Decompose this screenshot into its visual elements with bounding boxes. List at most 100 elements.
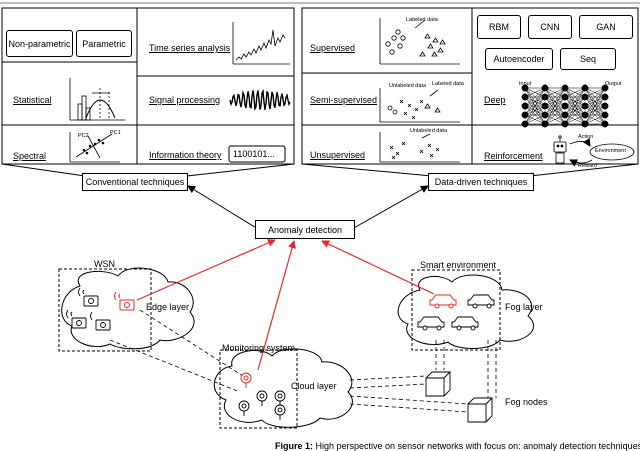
nn-edge <box>584 114 606 125</box>
information-theory-label: Information theory <box>149 150 222 160</box>
labeled-data-label-1: Labeled data <box>406 17 438 23</box>
output-label: Output <box>605 81 622 87</box>
nn-node <box>521 93 529 101</box>
nn-edge <box>564 87 586 107</box>
nn-edge <box>544 87 566 116</box>
anomaly-detection-label: Anomaly detection <box>267 224 343 235</box>
deep-label: Deep <box>484 95 506 105</box>
rbm-label: RBM <box>489 22 509 32</box>
supervised-label: Supervised <box>310 43 356 53</box>
nn-node <box>541 93 549 101</box>
fog-nodes-label: Fog nodes <box>505 397 548 407</box>
semi-supervised-label: Semi-supervised <box>310 95 378 105</box>
nn-edge <box>544 87 566 98</box>
nn-node <box>521 120 529 128</box>
data-driven-techniques-label: Data-driven techniques <box>434 177 528 187</box>
monitoring-system-label: Monitoring system <box>222 343 296 353</box>
nn-edge <box>584 87 606 98</box>
figure-caption: Figure 1: High perspective on sensor net… <box>275 441 640 451</box>
input-label: Input <box>519 81 532 87</box>
fog-layer-label: Fog layer <box>505 302 543 312</box>
gan-box: GAN <box>579 15 633 39</box>
wsn-sensors <box>66 287 111 331</box>
wsn-frame <box>58 268 152 352</box>
non-parametric-label: Non-parametric <box>8 38 71 49</box>
unlabeled-data-label-1: Unlabeled data <box>389 83 427 89</box>
nn-edge <box>544 105 566 125</box>
nn-edge <box>564 96 586 125</box>
arrow-to-data-driven <box>351 185 429 230</box>
spectral-plot <box>69 132 120 163</box>
rbm-box: RBM <box>477 15 521 39</box>
reinforcement-label: Reinforcement <box>484 151 543 161</box>
unlabeled-data-label-2: Unlabeled data <box>410 128 448 134</box>
red-arrow-wsn <box>136 239 276 301</box>
nn-node <box>541 102 549 110</box>
nn-edge <box>544 96 566 125</box>
info-code-label: 1100101... <box>233 149 275 159</box>
nn-node <box>601 120 609 128</box>
nn-edge <box>524 87 546 125</box>
cloud-layer-label: Cloud layer <box>291 381 337 391</box>
nn-edge <box>584 87 606 107</box>
time-series-label: Time series analysis <box>149 43 231 53</box>
wsn-label: WSN <box>94 259 115 269</box>
arrow-to-conventional <box>187 185 259 230</box>
data-driven-techniques-box: Data-driven techniques <box>428 173 534 191</box>
reward-label: Reward <box>578 163 597 169</box>
non-parametric-box: Non-parametric <box>6 30 73 57</box>
red-arrow-monitoring <box>257 240 296 371</box>
smart-env-frame <box>411 269 501 351</box>
nn-edge <box>524 87 546 116</box>
conventional-techniques-box: Conventional techniques <box>82 173 188 191</box>
reinforcement-diagram <box>553 135 635 167</box>
conventional-techniques-label: Conventional techniques <box>85 177 185 187</box>
anomaly-detection-box: Anomaly detection <box>255 220 355 239</box>
nn-edge <box>564 105 586 125</box>
nn-edge <box>584 87 606 116</box>
smart-car-red <box>429 294 457 309</box>
nn-edge <box>584 105 606 125</box>
monitoring-frame <box>219 349 298 429</box>
gan-label: GAN <box>596 22 616 32</box>
neural-network <box>521 84 609 128</box>
spectral-label: Spectral <box>13 151 47 161</box>
cnn-label: CNN <box>540 22 560 32</box>
smart-environment-label: Smart environment <box>420 260 497 270</box>
unsupervised-plot <box>379 132 460 163</box>
autoencoder-label: Autoencoder <box>493 54 545 64</box>
signal-plot <box>229 88 291 112</box>
monitoring-camera-red <box>240 372 252 388</box>
unsupervised-label: Unsupervised <box>310 150 366 160</box>
fog-node-cubes <box>425 371 494 423</box>
nn-node <box>581 93 589 101</box>
nn-edge <box>564 87 586 98</box>
nn-node <box>561 84 569 92</box>
nn-edge <box>564 114 586 125</box>
parametric-label: Parametric <box>82 38 126 49</box>
signal-processing-label: Signal processing <box>149 95 221 105</box>
edge-layer-label: Edge layer <box>146 302 190 312</box>
seq-label: Seq <box>579 54 596 64</box>
nn-node <box>561 93 569 101</box>
nn-edge <box>524 105 546 125</box>
nn-node <box>561 102 569 110</box>
pc1-label: PC1 <box>110 130 121 136</box>
statistical-label: Statistical <box>13 95 52 105</box>
info-code-box <box>228 145 286 163</box>
pc2-label: PC2 <box>78 133 89 139</box>
labeled-data-label-2: Labeled data <box>432 81 464 87</box>
nn-node <box>601 102 609 110</box>
wsn-sensor-red <box>114 291 135 311</box>
nn-node <box>601 111 609 119</box>
nn-edge <box>524 87 546 98</box>
nn-edge <box>564 87 586 125</box>
nn-node <box>581 84 589 92</box>
caption-text: High perspective on sensor networks with… <box>313 441 640 451</box>
seq-box: Seq <box>560 48 616 70</box>
time-series-plot <box>232 22 290 65</box>
nn-node <box>581 102 589 110</box>
nn-edge <box>544 87 566 107</box>
